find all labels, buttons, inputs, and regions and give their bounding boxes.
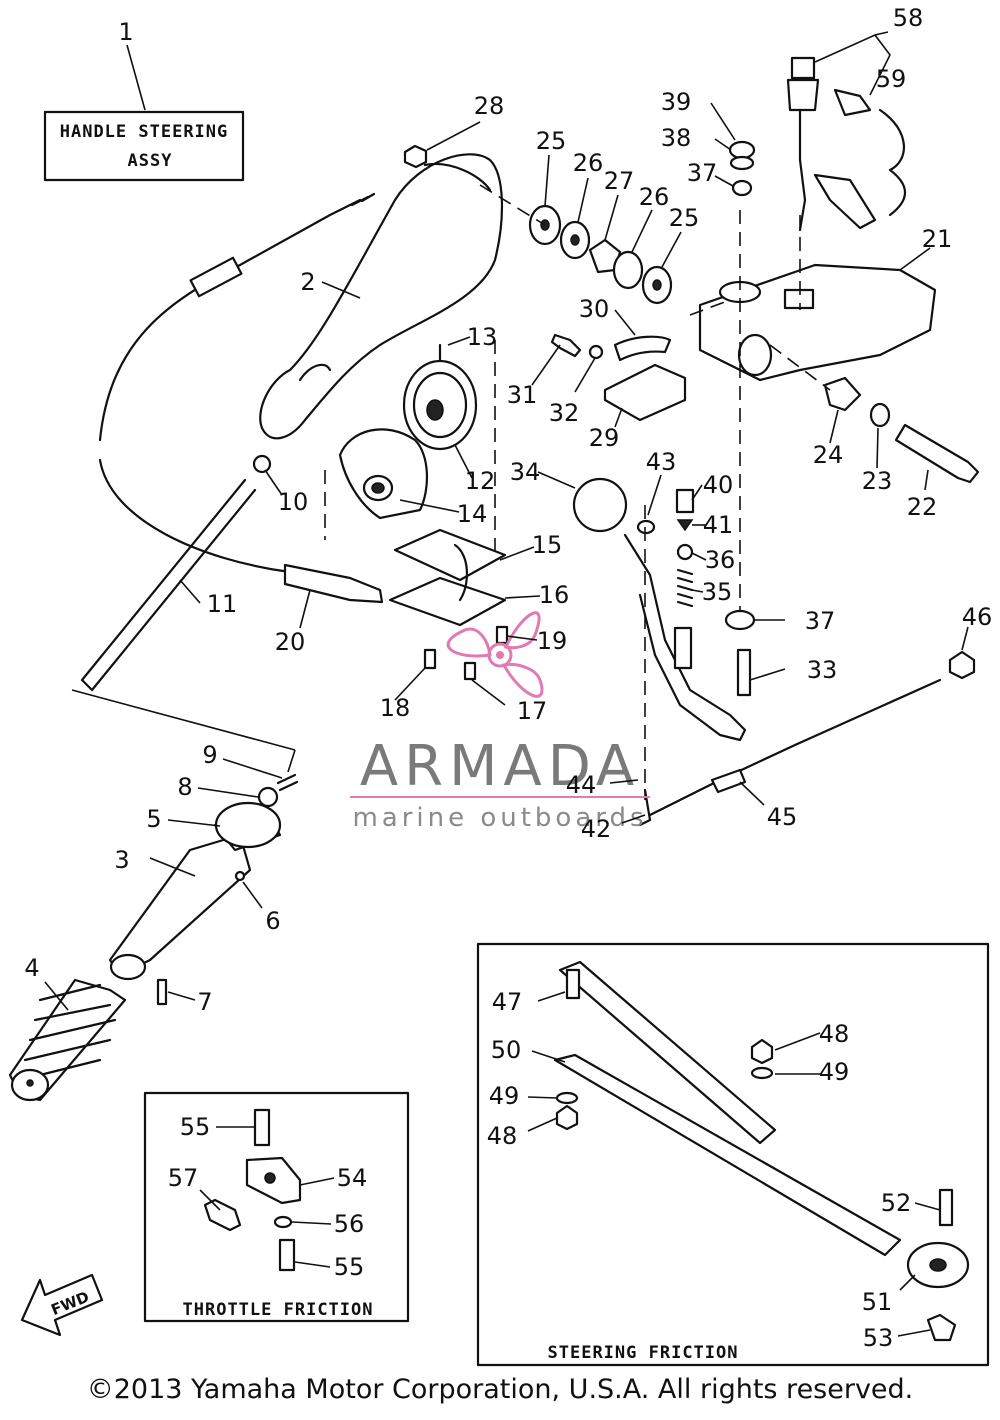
- callouts: 1 2 3 4 5 6 7 8 9 10 11 12 13 14 15 16 1…: [24, 4, 992, 1352]
- inset-throttle-friction: THROTTLE FRICTION: [143, 1091, 410, 1323]
- callout-14: 14: [457, 500, 488, 528]
- callout-40: 40: [703, 471, 734, 499]
- part-tiller-handle: [259, 153, 504, 440]
- callout-23: 23: [862, 467, 893, 495]
- callout-58: 58: [893, 4, 924, 32]
- part-cable-20: [283, 563, 384, 604]
- callout-47: 47: [492, 988, 523, 1016]
- callout-12: 12: [465, 467, 496, 495]
- part-bracket-21: [698, 263, 937, 382]
- callout-42: 42: [581, 815, 612, 843]
- callout-56: 56: [334, 1210, 365, 1238]
- part-knob-34: [572, 477, 628, 533]
- callout-15: 15: [532, 531, 563, 559]
- fwd-arrow-icon: FWD: [20, 1273, 104, 1337]
- callout-53: 53: [863, 1324, 894, 1352]
- callout-24: 24: [813, 441, 844, 469]
- callout-3: 3: [114, 846, 129, 874]
- callout-55-bottom: 55: [334, 1253, 365, 1281]
- callout-45: 45: [767, 803, 798, 831]
- part-kill-switch-58: [786, 56, 906, 232]
- part-link-rod-45: [648, 678, 942, 817]
- callout-6: 6: [265, 907, 280, 935]
- callout-5: 5: [146, 805, 161, 833]
- callout-33: 33: [807, 656, 838, 684]
- callout-43: 43: [646, 448, 677, 476]
- callout-49-right: 49: [819, 1058, 850, 1086]
- callout-17: 17: [517, 697, 548, 725]
- callout-19: 19: [537, 627, 568, 655]
- callout-48-right: 48: [819, 1020, 850, 1048]
- callout-10: 10: [278, 488, 309, 516]
- callout-2: 2: [300, 268, 315, 296]
- callout-55-top: 55: [180, 1113, 211, 1141]
- title-box-line2: ASSY: [128, 151, 173, 171]
- watermark-tagline: marine outboards: [352, 803, 647, 833]
- part-pulley-12: [402, 343, 478, 451]
- part-washer-stack: [528, 204, 673, 305]
- callout-51: 51: [862, 1288, 893, 1316]
- callout-27: 27: [604, 167, 635, 195]
- part-grip-assembly: [8, 801, 282, 1102]
- callout-18: 18: [380, 694, 411, 722]
- callout-52: 52: [881, 1189, 912, 1217]
- part-nut-28: [403, 144, 428, 169]
- part-rod-11: [80, 478, 257, 692]
- part-throttle-cable: [98, 198, 362, 442]
- callout-50: 50: [491, 1036, 522, 1064]
- inset-throttle-title: THROTTLE FRICTION: [183, 1300, 374, 1320]
- callout-25-right: 25: [669, 204, 700, 232]
- callout-7: 7: [197, 988, 212, 1016]
- inset-steering-title: STEERING FRICTION: [548, 1343, 739, 1363]
- callout-29: 29: [589, 424, 620, 452]
- callout-16: 16: [539, 581, 570, 609]
- callout-59: 59: [876, 65, 907, 93]
- callout-48-left: 48: [487, 1122, 518, 1150]
- callout-26-left: 26: [573, 149, 604, 177]
- callout-11: 11: [207, 590, 238, 618]
- watermark: ARMADA marine outboards: [350, 611, 650, 833]
- title-box-line1: HANDLE STEERING: [60, 122, 229, 142]
- callout-46: 46: [962, 603, 993, 631]
- part-detent-stack: [675, 140, 756, 631]
- callout-36: 36: [705, 546, 736, 574]
- part-bracket-15: [388, 528, 507, 627]
- callout-20: 20: [275, 628, 306, 656]
- callout-22: 22: [907, 493, 938, 521]
- callout-28: 28: [474, 92, 505, 120]
- callout-21: 21: [922, 225, 953, 253]
- watermark-propeller-icon: [446, 611, 544, 698]
- callout-32: 32: [549, 399, 580, 427]
- part-lever-33: [623, 533, 747, 742]
- callout-39: 39: [661, 88, 692, 116]
- callout-37-top: 37: [687, 159, 718, 187]
- part-bracket-29: [603, 363, 687, 422]
- callout-37-bottom: 37: [805, 607, 836, 635]
- callout-13: 13: [467, 323, 498, 351]
- callout-25-left: 25: [536, 127, 567, 155]
- inset-steering-friction: STEERING FRICTION: [476, 942, 990, 1367]
- copyright-notice: ©2013 Yamaha Motor Corporation, U.S.A. A…: [86, 1374, 914, 1405]
- callout-35: 35: [702, 578, 733, 606]
- watermark-brand: ARMADA: [360, 734, 640, 799]
- callout-57: 57: [168, 1164, 199, 1192]
- callout-44: 44: [566, 771, 597, 799]
- callout-54: 54: [337, 1164, 368, 1192]
- callout-38: 38: [661, 124, 692, 152]
- callout-41: 41: [703, 511, 734, 539]
- leader-lines: [44, 31, 969, 1337]
- title-box: HANDLE STEERING ASSY: [43, 110, 245, 182]
- callout-26-right: 26: [639, 183, 670, 211]
- callout-34: 34: [510, 458, 541, 486]
- callout-30: 30: [579, 295, 610, 323]
- callout-49-left: 49: [489, 1082, 520, 1110]
- callout-9: 9: [202, 741, 217, 769]
- callout-4: 4: [24, 954, 39, 982]
- callout-8: 8: [177, 773, 192, 801]
- part-cover-14: [338, 428, 429, 520]
- part-bolt-22: [894, 423, 980, 484]
- callout-31: 31: [507, 381, 538, 409]
- callout-1: 1: [118, 18, 133, 46]
